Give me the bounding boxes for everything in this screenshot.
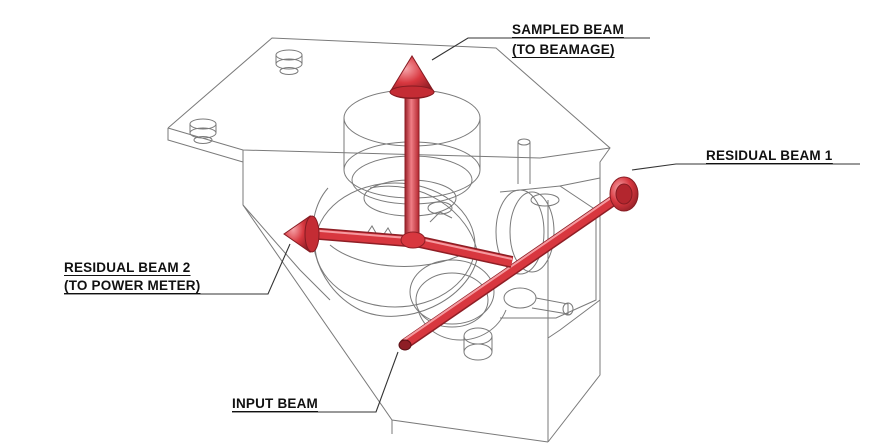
residual-beam-1-label: RESIDUAL BEAM 1	[706, 148, 833, 163]
callout-residual-beam-2: RESIDUAL BEAM 2 (TO POWER METER)	[64, 260, 201, 294]
beam-arrow-cone-icon	[389, 55, 435, 99]
sampled-beam-sublabel: (TO BEAMAGE)	[512, 42, 615, 57]
callout-residual-beam-1: RESIDUAL BEAM 1	[706, 148, 833, 164]
input-beam-tip	[398, 339, 412, 351]
beam-paths	[283, 55, 639, 351]
callout-input-beam: INPUT BEAM	[232, 396, 318, 412]
sampled-beam-label: SAMPLED BEAM	[512, 22, 624, 37]
beam-end-cap-icon	[609, 176, 639, 212]
sampled-beam	[404, 87, 420, 241]
residual-beam-2-label: RESIDUAL BEAM 2	[64, 260, 191, 275]
beam-arrow-cone-icon	[283, 215, 320, 253]
beam-junction	[400, 231, 426, 249]
residual-beam-2-sublabel: (TO POWER METER)	[64, 278, 200, 293]
leader-lines	[64, 37, 860, 413]
input-beam-label: INPUT BEAM	[232, 396, 318, 411]
callout-sampled-beam: SAMPLED BEAM (TO BEAMAGE)	[512, 22, 624, 58]
